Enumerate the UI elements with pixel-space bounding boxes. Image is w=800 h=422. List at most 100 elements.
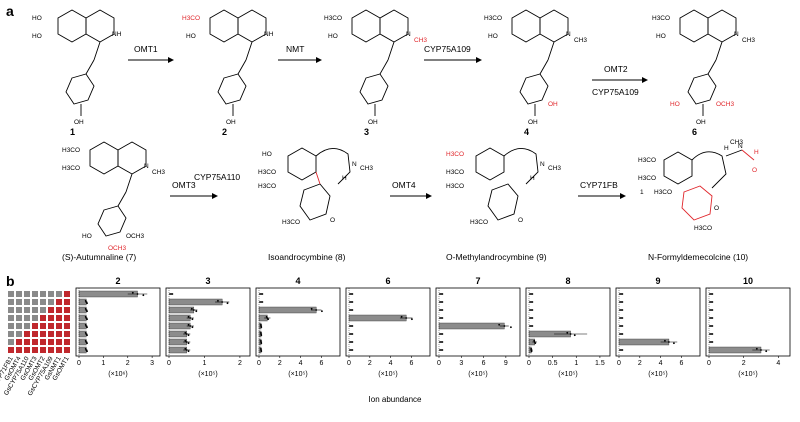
unit-label: (×10⁵) (198, 371, 217, 378)
data-point (192, 309, 195, 311)
enzyme-label-omt1: OMT1 (134, 44, 158, 54)
tick-label: 6 (482, 360, 486, 367)
data-point (405, 317, 408, 319)
data-point (191, 318, 194, 321)
data-point (86, 350, 88, 353)
reaction-arrow-cyp75a109 (424, 57, 482, 63)
data-point (351, 349, 354, 351)
tick-label: 1 (203, 360, 207, 367)
tick-label: 0 (347, 360, 351, 367)
svg-text:HO: HO (262, 151, 272, 158)
data-point (184, 347, 187, 350)
svg-text:O: O (330, 217, 335, 224)
data-point (351, 293, 354, 295)
data-point (260, 326, 263, 329)
data-point (195, 310, 198, 313)
gene-absent-cell (32, 299, 38, 305)
data-point (760, 349, 762, 351)
bar (168, 306, 195, 314)
gene-present-cell (16, 339, 22, 345)
enzyme-label-omt3: OMT3 (172, 180, 196, 190)
chart-frame (705, 287, 791, 357)
data-point (621, 301, 624, 303)
chart-frame (255, 287, 341, 357)
tick-label: 0 (707, 360, 711, 367)
tick-label: 2 (638, 360, 642, 367)
gene-present-cell (40, 331, 46, 337)
data-point (171, 293, 174, 295)
gene-present-cell (64, 291, 70, 297)
data-point (673, 342, 675, 345)
gene-present-cell (56, 323, 62, 329)
bar (168, 298, 223, 306)
data-point (531, 301, 534, 303)
compound-2-number: 2 (222, 127, 227, 137)
compound-8-name: Isoandrocymbine (8) (268, 252, 346, 262)
tick-label: 9 (504, 360, 508, 367)
data-point (260, 350, 263, 353)
tick-label: 0 (77, 360, 81, 367)
tick-label: 0 (167, 360, 171, 367)
svg-text:H3CO: H3CO (484, 15, 502, 22)
tick-label: 3 (459, 360, 463, 367)
gene-absent-cell (24, 307, 30, 313)
tick-label: 0 (527, 360, 531, 367)
tick-label: 6 (409, 360, 413, 367)
gene-present-cell (8, 347, 14, 353)
data-point (86, 334, 88, 337)
data-point (441, 341, 444, 343)
gene-present-cell (40, 347, 46, 353)
data-point (187, 342, 190, 345)
tick-label: 0 (257, 360, 261, 367)
svg-text:HO: HO (328, 33, 338, 40)
svg-text:HO: HO (32, 15, 42, 22)
svg-text:CH3: CH3 (742, 37, 755, 44)
svg-text:N: N (566, 31, 571, 38)
chart-frame (165, 287, 251, 357)
data-point (86, 342, 88, 345)
tick-label: 0 (617, 360, 621, 367)
gene-present-cell (24, 331, 30, 337)
gene-present-cell (48, 315, 54, 321)
data-point (621, 333, 624, 335)
svg-text:OH: OH (696, 119, 706, 126)
data-point (569, 333, 572, 335)
data-point (142, 294, 145, 297)
compound-3-number: 3 (364, 127, 369, 137)
svg-text:H3CO: H3CO (258, 169, 276, 176)
gene-matrix (8, 291, 70, 353)
data-point (261, 301, 264, 303)
data-point (441, 293, 444, 295)
data-point (217, 299, 219, 302)
svg-text:NH: NH (264, 31, 274, 38)
data-point (441, 309, 444, 311)
svg-text:1: 1 (640, 189, 644, 196)
data-point (261, 293, 264, 295)
chart-title: 3 (205, 276, 210, 286)
data-point (131, 291, 134, 294)
svg-text:N: N (352, 161, 357, 168)
data-point (351, 341, 354, 343)
data-point (711, 325, 714, 327)
data-point (221, 301, 224, 303)
chart-title: 4 (295, 276, 300, 286)
svg-text:H3CO: H3CO (62, 147, 80, 154)
bar (348, 314, 407, 322)
data-point (711, 293, 714, 295)
data-point (411, 318, 413, 321)
svg-text:N: N (144, 163, 149, 170)
data-point (351, 301, 354, 303)
compound-4-number: 4 (524, 127, 529, 137)
data-point (86, 302, 88, 305)
gene-present-cell (64, 307, 70, 313)
gene-absent-cell (16, 331, 22, 337)
data-point (191, 326, 194, 329)
svg-text:OH: OH (226, 119, 236, 126)
data-point (534, 342, 537, 345)
svg-text:H3CO: H3CO (282, 219, 300, 226)
data-point (621, 317, 624, 319)
svg-text:H3CO: H3CO (182, 15, 200, 22)
compound-7-structure: H3CO H3CO N CH3 HO OCH3 OCH3 (62, 141, 165, 252)
